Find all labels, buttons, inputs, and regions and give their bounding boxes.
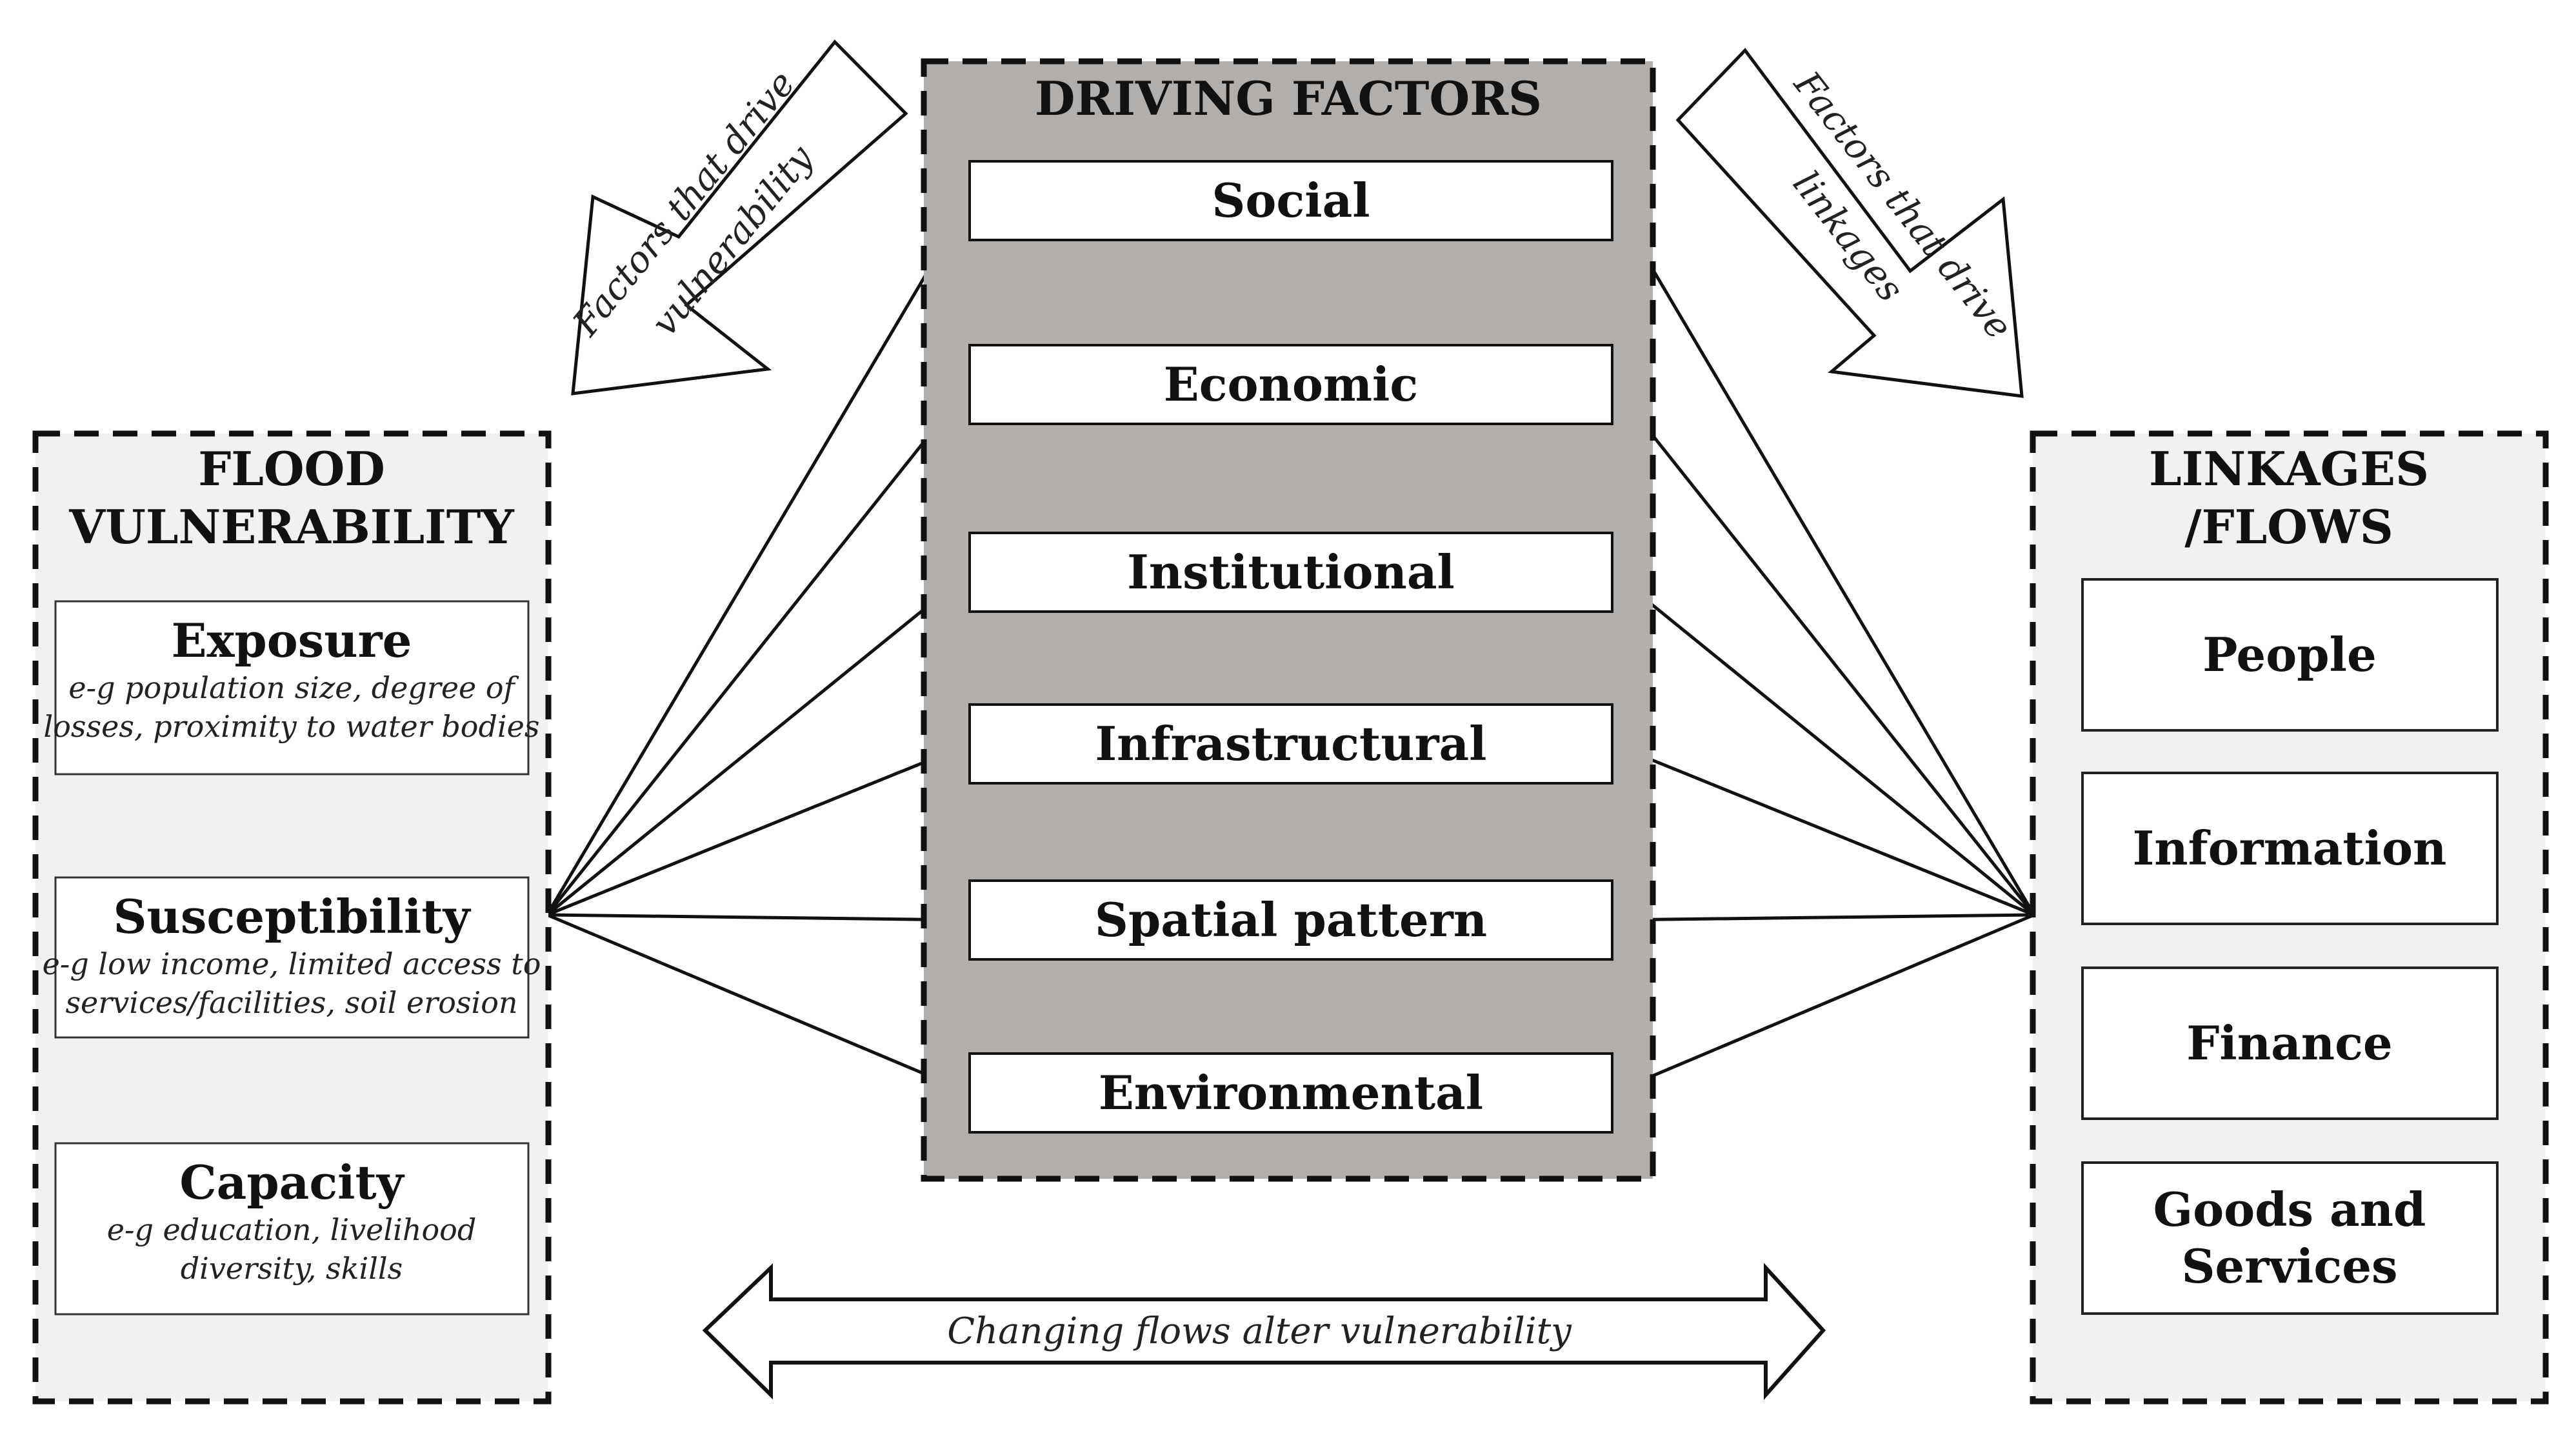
- connector-left-spatial-pattern: [546, 913, 970, 922]
- finance-box: [2081, 966, 2499, 1120]
- capacity-desc-line2: diversity, skills: [181, 1251, 403, 1286]
- flood-vulnerability-title-line1: FLOOD: [198, 441, 385, 496]
- connector-right-institutional: [1611, 571, 2035, 916]
- connector-right-social: [1610, 199, 2036, 916]
- factor-label-infrastructural: Infrastructural: [1095, 716, 1486, 771]
- factor-label-institutional: Institutional: [1127, 545, 1455, 599]
- linkages-title-line1: LINKAGES: [2149, 441, 2429, 496]
- susceptibility-desc-line2: services/facilities, soil erosion: [65, 985, 517, 1020]
- connector-right-economic: [1611, 383, 2035, 916]
- factor-label-economic: Economic: [1164, 357, 1419, 412]
- information-label: Information: [2133, 821, 2447, 876]
- goods-services-label-line2: Services: [2181, 1239, 2397, 1294]
- capacity-desc-line1: e-g education, livelihood: [107, 1212, 477, 1247]
- connector-lines: [545, 199, 2036, 1095]
- goods-services-box: [2081, 1161, 2499, 1315]
- factor-label-environmental: Environmental: [1099, 1065, 1483, 1120]
- linkage-drivers-arrow: [1675, 48, 2024, 398]
- factor-box-infrastructural: [968, 703, 1613, 785]
- people-label: People: [2202, 627, 2377, 682]
- factor-label-spatial-pattern: Spatial pattern: [1095, 892, 1487, 947]
- driving-factor-boxes: SocialEconomicInstitutionalInfrastructur…: [968, 160, 1613, 1134]
- exposure-label: Exposure: [172, 613, 412, 668]
- factor-box-environmental: [968, 1052, 1613, 1134]
- connector-right-infrastructural: [1612, 742, 2035, 917]
- capacity-box: [54, 1142, 530, 1316]
- factor-label-social: Social: [1212, 173, 1370, 228]
- exposure-box: [54, 600, 530, 776]
- information-box: [2081, 772, 2499, 925]
- exposure-desc-line2: losses, proximity to water bodies: [44, 709, 540, 744]
- linkages-title-line2: /FLOWS: [2184, 499, 2393, 554]
- susceptibility-desc-line1: e-g low income, limited access to: [43, 946, 541, 981]
- capacity-label: Capacity: [179, 1155, 404, 1210]
- connector-left-environmental: [546, 913, 970, 1095]
- susceptibility-box: [54, 876, 530, 1039]
- flood-vulnerability-title-line2: VULNERABILITY: [68, 499, 515, 554]
- connector-right-environmental: [1612, 913, 2035, 1095]
- susceptibility-label: Susceptibility: [114, 889, 472, 944]
- finance-label: Finance: [2186, 1016, 2392, 1070]
- connector-left-institutional: [546, 571, 971, 916]
- factor-box-spatial-pattern: [968, 879, 1613, 961]
- driving-factors-panel: [921, 58, 1656, 1182]
- connector-right-spatial-pattern: [1612, 913, 2035, 922]
- exposure-desc-line1: e-g population size, degree of: [68, 670, 519, 705]
- people-box: [2081, 578, 2499, 732]
- connector-left-infrastructural: [546, 742, 970, 917]
- factor-box-institutional: [968, 532, 1613, 613]
- factor-box-economic: [968, 344, 1613, 425]
- connector-left-economic: [546, 383, 971, 916]
- flow-double-arrow-label: Changing flows alter vulnerability: [947, 1310, 1572, 1352]
- driving-factors-title: DRIVING FACTORS: [1035, 71, 1542, 126]
- connector-left-social: [545, 199, 972, 916]
- goods-services-label-line1: Goods and: [2153, 1182, 2426, 1237]
- flow-double-arrow: [702, 1263, 1826, 1400]
- vulnerability-drivers-arrow: [571, 39, 908, 395]
- factor-box-social: [968, 160, 1613, 241]
